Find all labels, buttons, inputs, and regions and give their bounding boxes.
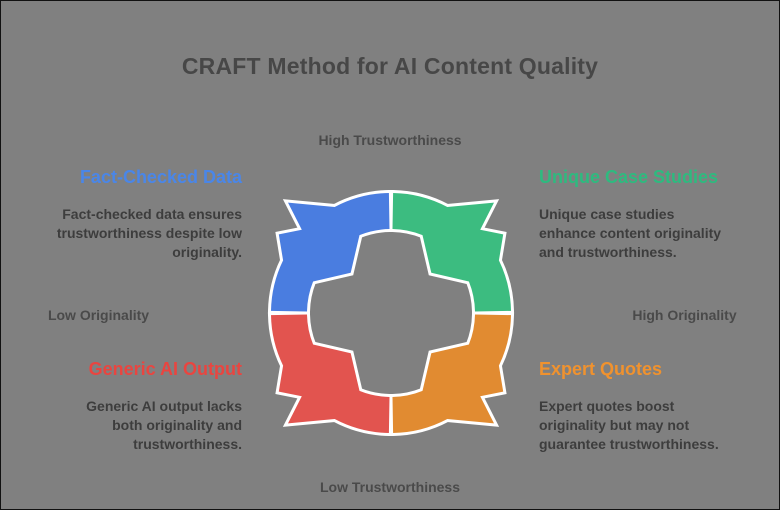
quadrant-card-fact-checked-data: Fact-Checked Data Fact-checked data ensu… (22, 167, 242, 262)
quadrant-card-generic-ai-output: Generic AI Output Generic AI output lack… (22, 359, 242, 454)
axis-label-high-originality: High Originality (632, 307, 737, 323)
quadrant-description-generic-ai-output: Generic AI output lacks both originality… (86, 397, 242, 452)
axis-label-low-trustworthiness: Low Trustworthiness (319, 479, 460, 495)
cycle-arrow-top-left-blue (271, 193, 390, 312)
quadrant-card-unique-case-studies: Unique Case Studies Unique case studies … (539, 167, 759, 262)
quadrant-card-expert-quotes: Expert Quotes Expert quotes boost origin… (539, 359, 759, 454)
quadrant-heading-generic-ai-output: Generic AI Output (88, 359, 242, 379)
cycle-arrow-bottom-left-red (271, 315, 390, 434)
quadrant-description-fact-checked-data: Fact-checked data ensures trustworthines… (56, 205, 242, 260)
cycle-arrow-top-right-green (393, 193, 512, 312)
quadrant-heading-expert-quotes: Expert Quotes (539, 359, 663, 379)
cycle-arrows-diagram (231, 153, 551, 473)
quadrant-description-unique-case-studies: Unique case studies enhance content orig… (539, 205, 722, 260)
axis-label-low-originality: Low Originality (47, 307, 150, 323)
cycle-arrow-bottom-right-orange (393, 315, 512, 434)
quadrant-heading-fact-checked-data: Fact-Checked Data (79, 167, 242, 187)
quadrant-heading-unique-case-studies: Unique Case Studies (539, 167, 719, 187)
quadrant-description-expert-quotes: Expert quotes boost originality but may … (539, 397, 719, 452)
axis-label-high-trustworthiness: High Trustworthiness (318, 132, 462, 148)
page-title: CRAFT Method for AI Content Quality (181, 53, 599, 79)
